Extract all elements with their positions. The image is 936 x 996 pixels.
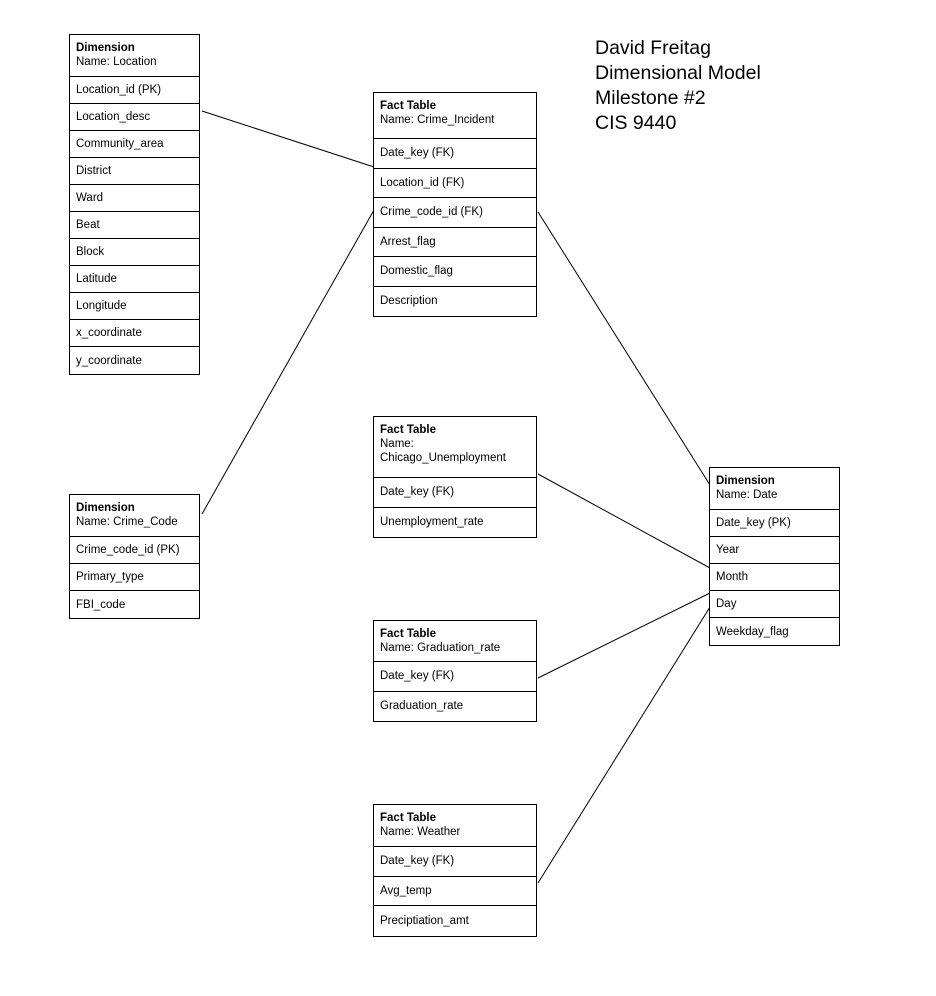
entity-kind: Fact Table bbox=[380, 812, 437, 824]
title-line-milestone: Milestone #2 bbox=[595, 87, 706, 109]
entity-name: Name: Date bbox=[716, 489, 778, 501]
entity-name: Name: Weather bbox=[380, 826, 461, 838]
entity-location: Dimension Name: Location Location_id (PK… bbox=[69, 34, 200, 375]
entity-name: Name: Graduation_rate bbox=[380, 642, 501, 654]
entity-header: Dimension Name: Crime_Code bbox=[70, 495, 199, 537]
field-row: Year bbox=[710, 537, 839, 564]
entity-header: Fact Table Name: Chicago_Unemployment bbox=[374, 417, 536, 478]
field-row: Crime_code_id (FK) bbox=[374, 198, 536, 228]
field-row: x_coordinate bbox=[70, 320, 199, 347]
entity-header: Dimension Name: Location bbox=[70, 35, 199, 77]
entity-kind: Fact Table bbox=[380, 628, 437, 640]
field-row: Crime_code_id (PK) bbox=[70, 537, 199, 564]
field-row: Location_id (PK) bbox=[70, 77, 199, 104]
title-line-model: Dimensional Model bbox=[595, 62, 761, 84]
entity-kind: Fact Table bbox=[380, 424, 437, 436]
entity-name-label: Name: bbox=[380, 438, 414, 450]
field-row: Graduation_rate bbox=[380, 700, 464, 713]
field-row: Avg_temp bbox=[374, 877, 536, 906]
link-crime-code-to-crime-incident bbox=[201, 209, 375, 515]
field-row: Date_key (FK) bbox=[374, 847, 536, 877]
field-row: Community_area bbox=[70, 131, 199, 158]
field-row: Description bbox=[380, 295, 438, 308]
entity-kind: Fact Table bbox=[380, 100, 437, 112]
field-row: Primary_type bbox=[70, 564, 199, 591]
entity-chicago-unemployment: Fact Table Name: Chicago_Unemployment Da… bbox=[373, 416, 537, 538]
link-location-to-crime-incident bbox=[201, 110, 375, 168]
field-row: Arrest_flag bbox=[374, 228, 536, 257]
field-row: Date_key (PK) bbox=[710, 510, 839, 537]
entity-name: Name: Crime_Incident bbox=[380, 114, 495, 126]
entity-kind: Dimension bbox=[76, 42, 135, 54]
entity-name: Name: Crime_Code bbox=[76, 516, 178, 528]
entity-header: Dimension Name: Date bbox=[710, 468, 839, 510]
field-row: Beat bbox=[70, 212, 199, 239]
field-row: Longitude bbox=[70, 293, 199, 320]
entity-header: Fact Table Name: Weather bbox=[374, 805, 536, 847]
link-graduation-to-date bbox=[537, 592, 711, 679]
entity-date: Dimension Name: Date Date_key (PK) Year … bbox=[709, 467, 840, 646]
entity-kind: Dimension bbox=[716, 475, 775, 487]
title-line-author: David Freitag bbox=[595, 37, 711, 59]
field-row: Month bbox=[710, 564, 839, 591]
field-row: Weekday_flag bbox=[716, 625, 789, 638]
diagram-title: David Freitag Dimensional Model Mileston… bbox=[595, 36, 761, 136]
field-row: Date_key (FK) bbox=[374, 139, 536, 169]
field-row: FBI_code bbox=[76, 598, 126, 611]
field-row: Date_key (FK) bbox=[374, 662, 536, 692]
field-row: Block bbox=[70, 239, 199, 266]
field-row: Location_id (FK) bbox=[374, 169, 536, 198]
entity-header: Fact Table Name: Crime_Incident bbox=[374, 93, 536, 139]
title-line-course: CIS 9440 bbox=[595, 112, 677, 134]
field-row: Date_key (FK) bbox=[374, 478, 536, 508]
field-row: Day bbox=[710, 591, 839, 618]
entity-graduation-rate: Fact Table Name: Graduation_rate Date_ke… bbox=[373, 620, 537, 722]
link-unemployment-to-date bbox=[537, 473, 711, 569]
link-crime-incident-to-date bbox=[537, 211, 711, 486]
field-row: Unemployment_rate bbox=[380, 516, 484, 529]
entity-header: Fact Table Name: Graduation_rate bbox=[374, 621, 536, 662]
field-row: Location_desc bbox=[70, 104, 199, 131]
entity-name: Name: Location bbox=[76, 56, 157, 68]
link-weather-to-date bbox=[537, 606, 711, 884]
entity-kind: Dimension bbox=[76, 502, 135, 514]
entity-name-value: Chicago_Unemployment bbox=[380, 452, 506, 464]
field-row: District bbox=[70, 158, 199, 185]
field-row: Latitude bbox=[70, 266, 199, 293]
entity-crime-code: Dimension Name: Crime_Code Crime_code_id… bbox=[69, 494, 200, 619]
entity-weather: Fact Table Name: Weather Date_key (FK) A… bbox=[373, 804, 537, 937]
field-row: Ward bbox=[70, 185, 199, 212]
field-row: Domestic_flag bbox=[374, 257, 536, 287]
entity-crime-incident: Fact Table Name: Crime_Incident Date_key… bbox=[373, 92, 537, 317]
field-row: y_coordinate bbox=[76, 354, 142, 367]
field-row: Preciptiation_amt bbox=[380, 914, 469, 927]
